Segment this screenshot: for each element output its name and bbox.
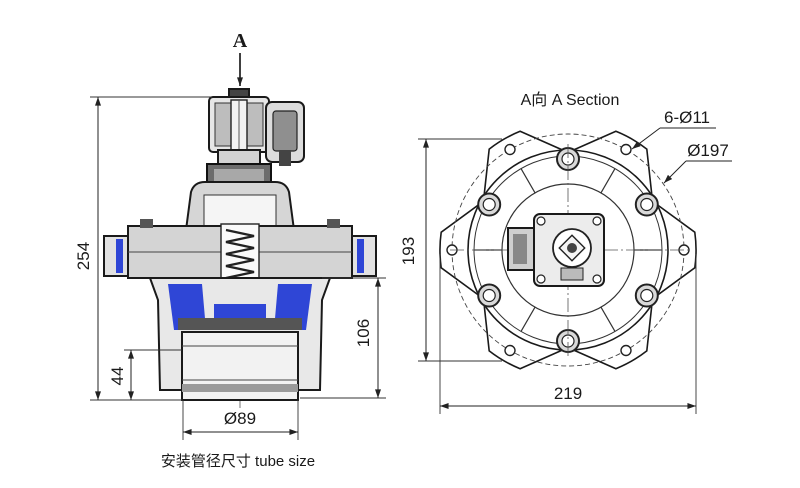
dim-tube-diameter-label: Ø89 (224, 409, 256, 428)
dim-section-width-label: 219 (554, 384, 582, 403)
outlet-tube-seal-ring (182, 384, 298, 392)
flange-mounting-holes (446, 143, 690, 357)
connector-terminal-block (272, 110, 298, 152)
tube-size-caption: 安装管径尺寸 tube size (161, 453, 315, 470)
dim-body-height-label: 106 (354, 319, 373, 347)
pcd-callout-leader (663, 160, 687, 184)
right-ear-gasket (357, 239, 364, 273)
cover-bolt-center (482, 197, 496, 212)
head-screw-top-left (536, 216, 546, 226)
head-screw-bottom-right (592, 274, 602, 284)
head-screw-bottom-left (536, 274, 546, 284)
section-view: A向 A Section 6-Ø11 Ø197 (399, 91, 732, 414)
dim-outlet-height-label: 44 (108, 367, 127, 386)
dim-total-height-label: 254 (74, 242, 93, 270)
diaphragm-center-section (214, 304, 266, 318)
body-rib-line (520, 306, 536, 332)
cover-bolt-center (482, 288, 496, 303)
pcd-callout-label: Ø197 (687, 141, 729, 160)
bonnet-chamber (203, 194, 277, 227)
holes-callout-leader (631, 127, 661, 150)
holes-callout-label: 6-Ø11 (664, 108, 710, 127)
side-view: A (74, 30, 386, 470)
head-bottom-terminal (560, 267, 584, 281)
left-flange-bolt (140, 219, 153, 228)
coil-retaining-nut (217, 149, 261, 166)
right-flange-bolt (327, 219, 340, 228)
section-view-title: A向 A Section (521, 91, 620, 109)
cover-bolt-center (640, 288, 654, 303)
connector-terminals (513, 234, 527, 264)
cover-bolt-center (640, 197, 654, 212)
dim-section-height-label: 193 (399, 237, 418, 265)
body-rib-line (520, 168, 536, 194)
mounting-hole (620, 344, 632, 357)
mounting-hole (620, 143, 632, 156)
diaphragm-plate (178, 318, 302, 330)
coil-top-core (567, 243, 577, 253)
body-rib-line (600, 306, 616, 332)
view-marker-label: A (233, 30, 248, 52)
pilot-valve-seat (214, 169, 264, 181)
head-screw-top-right (592, 216, 602, 226)
mounting-hole (504, 143, 516, 156)
connector-cable-gland (279, 150, 291, 166)
mounting-hole (504, 344, 516, 357)
body-rib-line (600, 168, 616, 194)
left-ear-gasket (116, 239, 123, 273)
